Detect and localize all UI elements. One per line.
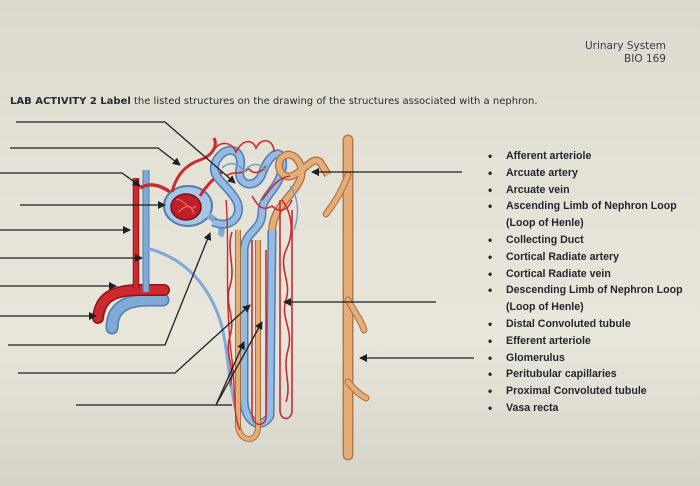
- list-item: Arcuate vein: [488, 182, 696, 199]
- collecting-duct: [322, 134, 370, 461]
- arcuate-vessels: [92, 284, 170, 335]
- list-item: Cortical Radiate artery: [488, 249, 696, 266]
- leader-line-1: [16, 121, 236, 184]
- list-item: Descending Limb of Nephron Loop (Loop of…: [488, 282, 696, 316]
- vasa-recta: [225, 199, 293, 442]
- peritubular-capillaries-venous: [221, 162, 299, 231]
- activity-instructions: LAB ACTIVITY 2 Label the listed structur…: [10, 96, 538, 107]
- list-item: Proximal Convoluted tubule: [488, 383, 696, 400]
- activity-text: the listed structures on the drawing of …: [130, 96, 538, 107]
- list-item: Cortical Radiate vein: [488, 266, 696, 283]
- list-item: Arcuate artery: [488, 165, 696, 182]
- label-leader-lines: [0, 121, 263, 406]
- list-item: Peritubular capillaries: [488, 366, 696, 383]
- list-item: Vasa recta: [488, 400, 696, 417]
- leader-line-12: [215, 341, 245, 406]
- list-item: Afferent arteriole: [488, 148, 696, 165]
- leader-line-3: [0, 172, 141, 187]
- list-item: Efferent arteriole: [488, 333, 696, 350]
- course-code: BIO 169: [624, 53, 666, 65]
- leader-line-10: [18, 304, 251, 374]
- list-item: Ascending Limb of Nephron Loop (Loop of …: [488, 198, 696, 232]
- list-item: Glomerulus: [488, 350, 696, 367]
- right-leader-lines: [283, 168, 474, 362]
- list-item: Distal Convoluted tubule: [488, 316, 696, 333]
- activity-label: LAB ACTIVITY 2 Label: [10, 96, 131, 107]
- nephron-tubule: [209, 145, 332, 428]
- leader-line-9: [8, 232, 212, 346]
- structure-word-bank: Afferent arteriole Arcuate artery Arcuat…: [488, 148, 696, 417]
- leader-line-2: [10, 147, 181, 166]
- list-item: Collecting Duct: [488, 232, 696, 249]
- course-header: Urinary System BIO 169: [585, 40, 666, 66]
- course-title: Urinary System: [584, 40, 666, 52]
